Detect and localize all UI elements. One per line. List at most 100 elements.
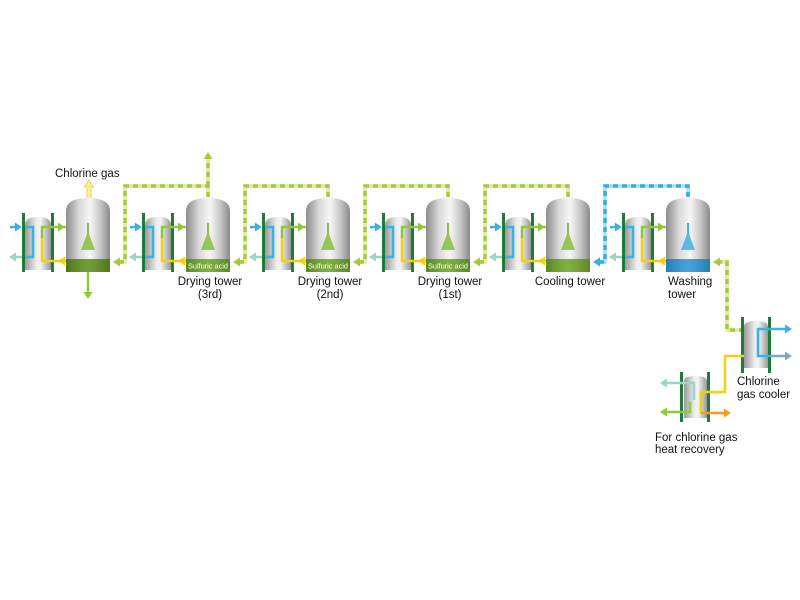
cooler-label-line-2: gas cooler (737, 389, 790, 401)
cool-stream-line (667, 402, 692, 414)
tower-liquid-sump-shading (666, 259, 710, 272)
liquid-supply-arrow-icon (58, 222, 65, 232)
tube-sheet-left (142, 213, 145, 272)
spray-cone-icon (81, 231, 95, 250)
coolant-internal-line (385, 225, 395, 259)
hot-stream-internal-line (699, 390, 711, 413)
tower-liquid-sump-shading (426, 259, 470, 272)
coolant-inlet-arrow-icon (375, 222, 382, 232)
tower-unit-4: Sulfuric acid (369, 198, 470, 272)
spray-cone-icon (321, 231, 335, 250)
tube-sheet-left (22, 213, 25, 272)
tube-sheet-left (680, 372, 683, 422)
gas-flow-arrow-icon (473, 257, 480, 267)
coolant-outlet-arrow-icon (785, 324, 792, 334)
tube-sheet-left (502, 213, 505, 272)
tower-label-line-1: Cooling tower (535, 276, 605, 288)
tower-unit-2: Sulfuric acid (129, 198, 230, 272)
tower: Sulfuric acid (186, 198, 230, 272)
product-gas-arrow-icon (83, 179, 95, 188)
gas-flow-arrow-icon (113, 257, 120, 267)
pipe-layer (113, 152, 744, 332)
coolant-inlet-arrow-icon (615, 222, 622, 232)
liquid-supply-arrow-icon (538, 222, 545, 232)
liquid-return-arrow-icon (418, 256, 425, 266)
coolant-internal-line (265, 225, 275, 259)
cooler-to-washing-pipe-dashes (719, 260, 744, 332)
liquid-supply-arrow-icon (298, 222, 305, 232)
tower (546, 198, 590, 272)
tower-unit-5 (489, 198, 590, 272)
gas-pipe-3 (359, 184, 450, 264)
tower-label-line-1: Drying tower (298, 276, 363, 288)
gas-pipe-2 (239, 184, 330, 264)
coolant-internal-line (145, 225, 155, 259)
heat-recovery-label-line-1: For chlorine gas (655, 432, 738, 444)
coolant-internal-line (25, 225, 35, 259)
recovered-heat-arrow-icon (724, 408, 731, 418)
drain-arrow-icon (83, 292, 93, 299)
coolant-inlet-arrow-icon (495, 222, 502, 232)
cooler-to-washing-pipe-body (719, 260, 744, 332)
tower-label-line-2: (2nd) (317, 289, 344, 301)
tower-liquid-sump-shading (306, 259, 350, 272)
coolant-outlet-arrow-icon (9, 252, 16, 262)
gas-flow-arrow-icon (593, 257, 600, 267)
tube-sheet-right (707, 372, 710, 422)
spray-cone-icon (441, 231, 455, 250)
cool-stream-arrow-icon (660, 407, 667, 417)
sump-label: Sulfuric acid (308, 262, 348, 271)
tube-sheet-left (382, 213, 385, 272)
tube-sheet-right (51, 213, 54, 272)
circulation-cooler (9, 213, 88, 272)
tower (666, 198, 710, 272)
tower-label-line-1: Washing (668, 276, 712, 288)
coolant-inlet-arrow-icon (135, 222, 142, 232)
gas-pipe-5-dashes (599, 184, 690, 264)
coolant-outlet-line (667, 381, 696, 400)
tube-sheet-left (741, 317, 744, 373)
tube-sheet-right (411, 213, 414, 272)
tower-label-line-2: (1st) (439, 289, 462, 301)
coolant-inlet-arrow-icon (15, 222, 22, 232)
circulation-cooler (609, 213, 688, 272)
chlorine-gas-cooler (711, 317, 792, 394)
coolant-outlet-arrow-icon (660, 378, 667, 388)
gas-pipe-4 (479, 184, 570, 264)
tube-sheet-left (262, 213, 265, 272)
cooler-label-line-1: Chlorine (737, 376, 780, 388)
tower-label-line-2: tower (668, 289, 696, 301)
liquid-return-arrow-icon (658, 256, 665, 266)
tower (66, 198, 110, 272)
liquid-supply-arrow-icon (418, 222, 425, 232)
tower-label-line-1: Drying tower (178, 276, 243, 288)
liquid-supply-arrow-icon (658, 222, 665, 232)
spray-cone-icon (681, 231, 695, 250)
liquid-return-arrow-icon (58, 256, 65, 266)
tower-label-line-2: (3rd) (198, 289, 222, 301)
liquid-return-arrow-icon (178, 256, 185, 266)
tower: Sulfuric acid (306, 198, 350, 272)
coolant-outlet-arrow-icon (249, 252, 256, 262)
gas-flow-arrow-icon (353, 257, 360, 267)
coolant-inlet-arrow-icon (255, 222, 262, 232)
coolant-outlet-arrow-icon (369, 252, 376, 262)
sump-label: Sulfuric acid (188, 262, 228, 271)
final-tower-extras (83, 179, 95, 299)
coolant-outlet-arrow-icon (489, 252, 496, 262)
coolant-internal-line (505, 225, 515, 259)
tower-liquid-sump-shading (546, 259, 590, 272)
coolant-outlet-arrow-icon (609, 252, 616, 262)
gas-pipe-2-dashes (239, 184, 330, 264)
label-layer: Drying tower(3rd)Drying tower(2nd)Drying… (55, 168, 790, 456)
spray-cone-icon (561, 231, 575, 250)
heat-recovery-exchanger (660, 372, 731, 422)
liquid-return-arrow-icon (298, 256, 305, 266)
product-gas-label: Chlorine gas (55, 168, 120, 180)
tower-liquid-sump-shading (186, 259, 230, 272)
hot-stream-line (711, 354, 744, 394)
gas-outlet-arrow-icon (203, 152, 213, 159)
gas-pipe-1 (119, 184, 210, 264)
